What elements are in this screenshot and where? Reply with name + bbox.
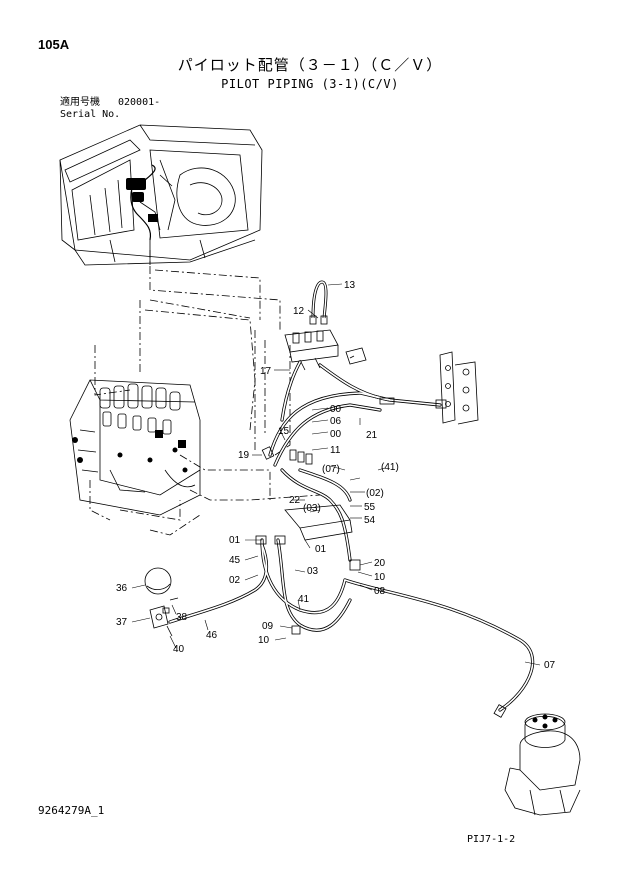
callout-00b: 00 xyxy=(330,429,342,440)
callout-03-ref: (03) xyxy=(303,503,321,514)
valve-cluster-highlight xyxy=(126,178,158,222)
hose-13 xyxy=(309,280,328,325)
sensor-block-37 xyxy=(149,597,179,637)
page-title-japanese: パイロット配管（３－１）（Ｃ／Ｖ） xyxy=(177,56,443,74)
callout-10a: 10 xyxy=(374,572,386,583)
callout-55: 55 xyxy=(364,502,376,513)
callout-02: 02 xyxy=(229,575,241,586)
callout-08: 08 xyxy=(374,586,386,597)
callout-03: 03 xyxy=(307,566,319,577)
serial-label-japanese: 適用号機 xyxy=(60,97,100,108)
callout-17: 17 xyxy=(260,366,272,377)
swivel-joint xyxy=(504,713,581,816)
serial-label-english: Serial No. xyxy=(60,109,121,120)
document-number: 9264279A_1 xyxy=(38,804,105,817)
leader-lines xyxy=(131,283,541,666)
callout-40: 40 xyxy=(173,644,185,655)
callout-07-ref: (07) xyxy=(322,464,340,475)
machine-overview-sketch xyxy=(59,124,263,266)
page-id: 105A xyxy=(38,37,70,52)
callout-22: 22 xyxy=(289,495,301,506)
pilot-hoses xyxy=(168,360,535,712)
pilot-hoses-inner xyxy=(169,361,534,711)
mounting-plate xyxy=(284,504,353,541)
valve-ports xyxy=(72,430,188,473)
callout-19: 19 xyxy=(238,450,250,461)
connector-plate xyxy=(439,351,479,425)
pressure-sensor-36 xyxy=(144,567,172,595)
page-title-english: PILOT PIPING (3-1)(C/V) xyxy=(221,77,399,91)
callout-15: 15 xyxy=(278,426,290,437)
callout-54: 54 xyxy=(364,515,376,526)
callout-06: 06 xyxy=(330,416,342,427)
callout-02-ref: (02) xyxy=(366,488,384,499)
callout-41-ref: (41) xyxy=(381,462,399,473)
pilot-manifold-block xyxy=(284,329,339,371)
callout-13: 13 xyxy=(344,280,356,291)
callout-45: 45 xyxy=(229,555,241,566)
callout-01b: 01 xyxy=(315,544,327,555)
callout-09: 09 xyxy=(262,621,274,632)
callout-07: 07 xyxy=(544,660,556,671)
callout-41: 41 xyxy=(298,594,310,605)
elbow-fittings xyxy=(255,397,507,718)
callout-12: 12 xyxy=(293,306,305,317)
bracket-fitting xyxy=(345,347,367,365)
serial-value: 020001- xyxy=(118,97,161,108)
page-reference: PIJ7-1-2 xyxy=(467,834,516,845)
callout-21: 21 xyxy=(366,430,378,441)
callout-11: 11 xyxy=(330,445,341,456)
callout-38: 38 xyxy=(176,612,188,623)
callout-37: 37 xyxy=(116,617,128,628)
callout-00a: 00 xyxy=(330,404,342,415)
callout-36: 36 xyxy=(116,583,128,594)
control-valve-assembly xyxy=(69,379,201,516)
callout-01a: 01 xyxy=(229,535,241,546)
callout-46: 46 xyxy=(206,630,218,641)
callout-20: 20 xyxy=(374,558,386,569)
valve-spools xyxy=(99,383,181,435)
reference-lines xyxy=(89,250,321,536)
callout-10b: 10 xyxy=(258,635,270,646)
callout-labels: 13 12 17 00 06 00 11 15 19 21 (07) (41) … xyxy=(116,280,556,671)
